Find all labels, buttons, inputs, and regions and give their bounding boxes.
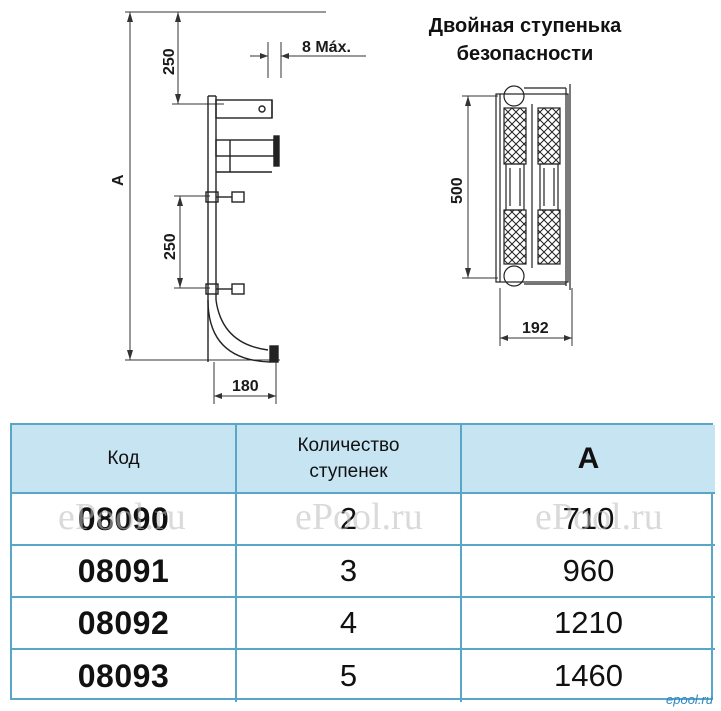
dim-depth-label: 180 xyxy=(232,378,259,395)
dim-width-label: 192 xyxy=(522,320,549,337)
row-code: 08091 xyxy=(12,546,237,598)
dim-total-label: A xyxy=(110,174,127,186)
header-code: Код xyxy=(12,425,237,494)
spec-table: Код Количество ступенек A 08090 2 710 08… xyxy=(10,423,715,702)
double-step-front-view: 500 192 xyxy=(449,84,573,346)
row-code: 08090 xyxy=(12,494,237,546)
row-a: 710 xyxy=(462,494,715,546)
row-a: 1460 xyxy=(554,658,623,693)
dim-height-label: 500 xyxy=(449,177,466,204)
header-a: A xyxy=(462,425,715,494)
row-steps: 3 xyxy=(237,546,462,598)
row-a: 1210 xyxy=(462,598,715,650)
dim-max-gap-label: 8 Máx. xyxy=(302,39,351,56)
row-steps: 5 xyxy=(237,650,462,702)
ladder-side-view: A 250 250 8 Máx. 180 xyxy=(110,11,366,404)
row-code: 08093 xyxy=(12,650,237,702)
corner-watermark: epool.ru xyxy=(666,692,713,707)
dim-top-step-label: 250 xyxy=(161,48,178,75)
dim-mid-step-label: 250 xyxy=(162,233,179,260)
row-code: 08092 xyxy=(12,598,237,650)
diagram-title: Двойная ступенька безопасности xyxy=(428,15,622,65)
row-a: 960 xyxy=(462,546,715,598)
header-steps: Количество ступенек xyxy=(237,425,462,494)
row-steps: 4 xyxy=(237,598,462,650)
row-steps: 2 xyxy=(237,494,462,546)
